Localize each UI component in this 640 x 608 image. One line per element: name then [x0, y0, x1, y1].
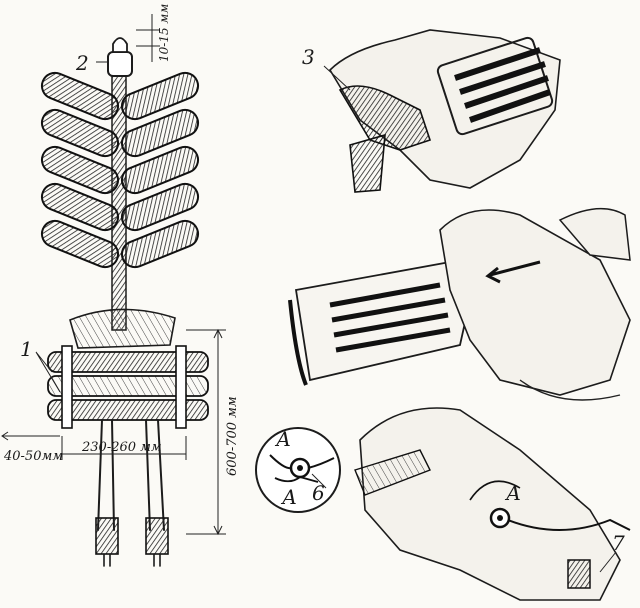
cable-out	[507, 518, 631, 531]
insert-arrow	[489, 260, 541, 277]
limb	[359, 407, 621, 601]
leader-7	[599, 551, 617, 573]
hands-placing-coil	[323, 29, 561, 193]
label-a-bottom: А	[280, 485, 297, 509]
coil-in-case	[288, 207, 631, 401]
leg-application	[354, 407, 631, 601]
label-6: 6	[312, 481, 325, 505]
right-coil-arms	[120, 71, 200, 269]
operator-arm	[439, 209, 631, 396]
label-2: 2	[75, 51, 89, 75]
dim-height: 600-700 мм	[225, 396, 240, 476]
label-a-top: А	[274, 427, 291, 451]
cap-tip	[112, 37, 128, 53]
clamp-strap	[354, 449, 431, 496]
hand-top	[338, 85, 432, 151]
label-3: 3	[302, 45, 315, 69]
cable-legs	[95, 419, 169, 567]
label-1: 1	[20, 337, 33, 361]
leader-3	[323, 65, 351, 91]
leader-1	[35, 351, 61, 393]
leader-6	[311, 473, 327, 489]
case-coil-rows	[329, 282, 451, 353]
left-coil-arms	[40, 71, 120, 269]
dim-side-offset: 40-50мм	[3, 449, 63, 464]
detail-inset	[255, 427, 341, 513]
label-7: 7	[612, 531, 625, 555]
dim-gap-top: 10-15 мм	[157, 4, 171, 62]
coil-frame-top	[436, 36, 554, 136]
label-a-right: А	[504, 481, 521, 505]
coil-apparatus	[1, 14, 226, 567]
dim-width: 230-260 мм	[81, 440, 162, 455]
stem-cap	[107, 51, 133, 77]
dimension-lines	[1, 14, 226, 536]
sleeve-top	[349, 133, 386, 193]
base-clamp	[47, 308, 209, 429]
